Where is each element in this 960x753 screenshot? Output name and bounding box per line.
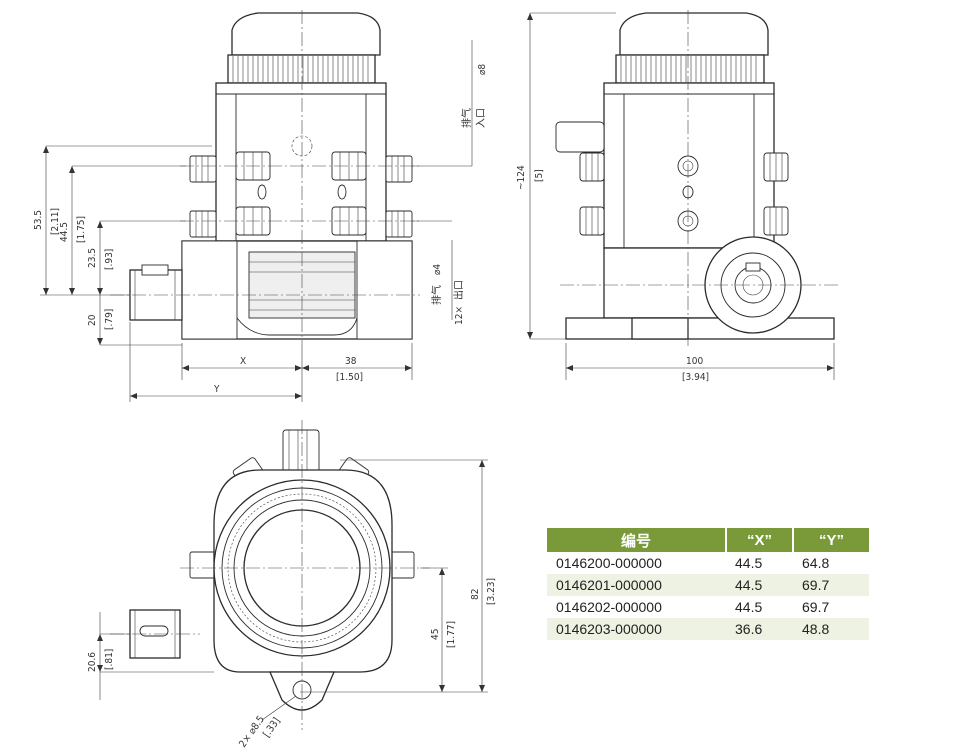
dim-38: 38 xyxy=(345,356,357,367)
dim-23-5-in: [.93] xyxy=(104,249,115,270)
cell-y: 64.8 xyxy=(802,555,830,571)
port-label-bottom-a: 排气 xyxy=(430,285,443,305)
cell-y: 48.8 xyxy=(793,618,869,640)
table-row: 0146201-000000 44.5 69.7 xyxy=(547,574,869,596)
port-dia-4: ⌀4 xyxy=(432,264,443,275)
dim-53-5-in: [2.11] xyxy=(50,208,61,235)
dim-45: 45 xyxy=(430,629,441,640)
dim-100: 100 xyxy=(686,356,703,367)
dim-20-6-in: [.81] xyxy=(104,649,115,670)
top-view: 82 [3.23] 45 [1.77] 20.6 [.81] 2× ⌀8.5 [… xyxy=(87,420,497,750)
dim-124-in: [5] xyxy=(534,169,545,182)
cell-x: 44.5 xyxy=(726,574,793,596)
cell-x: 44.5 xyxy=(735,599,763,615)
col-header-part-no: 编号 xyxy=(547,528,727,552)
dim-100-in: [3.94] xyxy=(682,372,709,383)
cell-part-no: 0146201-000000 xyxy=(547,574,726,596)
cell-y: 69.7 xyxy=(793,574,869,596)
table-header-row: 编号 “X” “Y” xyxy=(547,528,869,552)
port-dia-8: ⌀8 xyxy=(477,64,488,75)
dim-38-in: [1.50] xyxy=(336,372,363,383)
table-row: 0146202-000000 44.5 69.7 xyxy=(547,596,869,618)
dim-y: Y xyxy=(213,384,220,395)
dim-45-in: [1.77] xyxy=(446,621,457,648)
dim-124: ~124 xyxy=(516,165,527,190)
port-label-top-b: 入口 xyxy=(476,108,487,128)
cell-x: 36.6 xyxy=(726,618,793,640)
port-count-12: 12× xyxy=(454,306,465,325)
dim-20-in: [.79] xyxy=(104,309,115,330)
dim-44-5-in: [1.75] xyxy=(76,216,87,243)
cell-part-no: 0146203-000000 xyxy=(547,618,726,640)
side-view: ~124 [5] 100 [3.94] xyxy=(516,10,840,383)
dim-23-5: 23.5 xyxy=(87,248,98,268)
dim-53-5: 53.5 xyxy=(33,210,44,230)
dim-20: 20 xyxy=(87,314,98,326)
table-row: 0146203-000000 36.6 48.8 xyxy=(547,618,869,640)
dim-44-5: 44.5 xyxy=(59,222,70,242)
front-view: 53.5 [2.11] 44.5 [1.75] 23.5 [.93] 20 [.… xyxy=(33,10,488,402)
dim-x: X xyxy=(240,356,246,367)
cell-part-no: 0146200-000000 xyxy=(556,555,662,571)
dim-20-6: 20.6 xyxy=(87,652,98,672)
part-number-table: 编号 “X” “Y” 0146200-000000 44.5 64.8 0146… xyxy=(547,528,869,640)
port-label-bottom-b: 出口 xyxy=(452,280,465,300)
cell-y: 69.7 xyxy=(802,599,830,615)
dim-82: 82 xyxy=(470,589,481,600)
port-label-top-a: 排气 xyxy=(460,108,473,128)
cell-x: 44.5 xyxy=(735,555,763,571)
table-row: 0146200-000000 44.5 64.8 xyxy=(547,552,869,574)
col-header-y: “Y” xyxy=(793,528,869,552)
cell-part-no: 0146202-000000 xyxy=(556,599,662,615)
col-header-x: “X” xyxy=(726,528,794,552)
dim-82-in: [3.23] xyxy=(486,578,497,605)
